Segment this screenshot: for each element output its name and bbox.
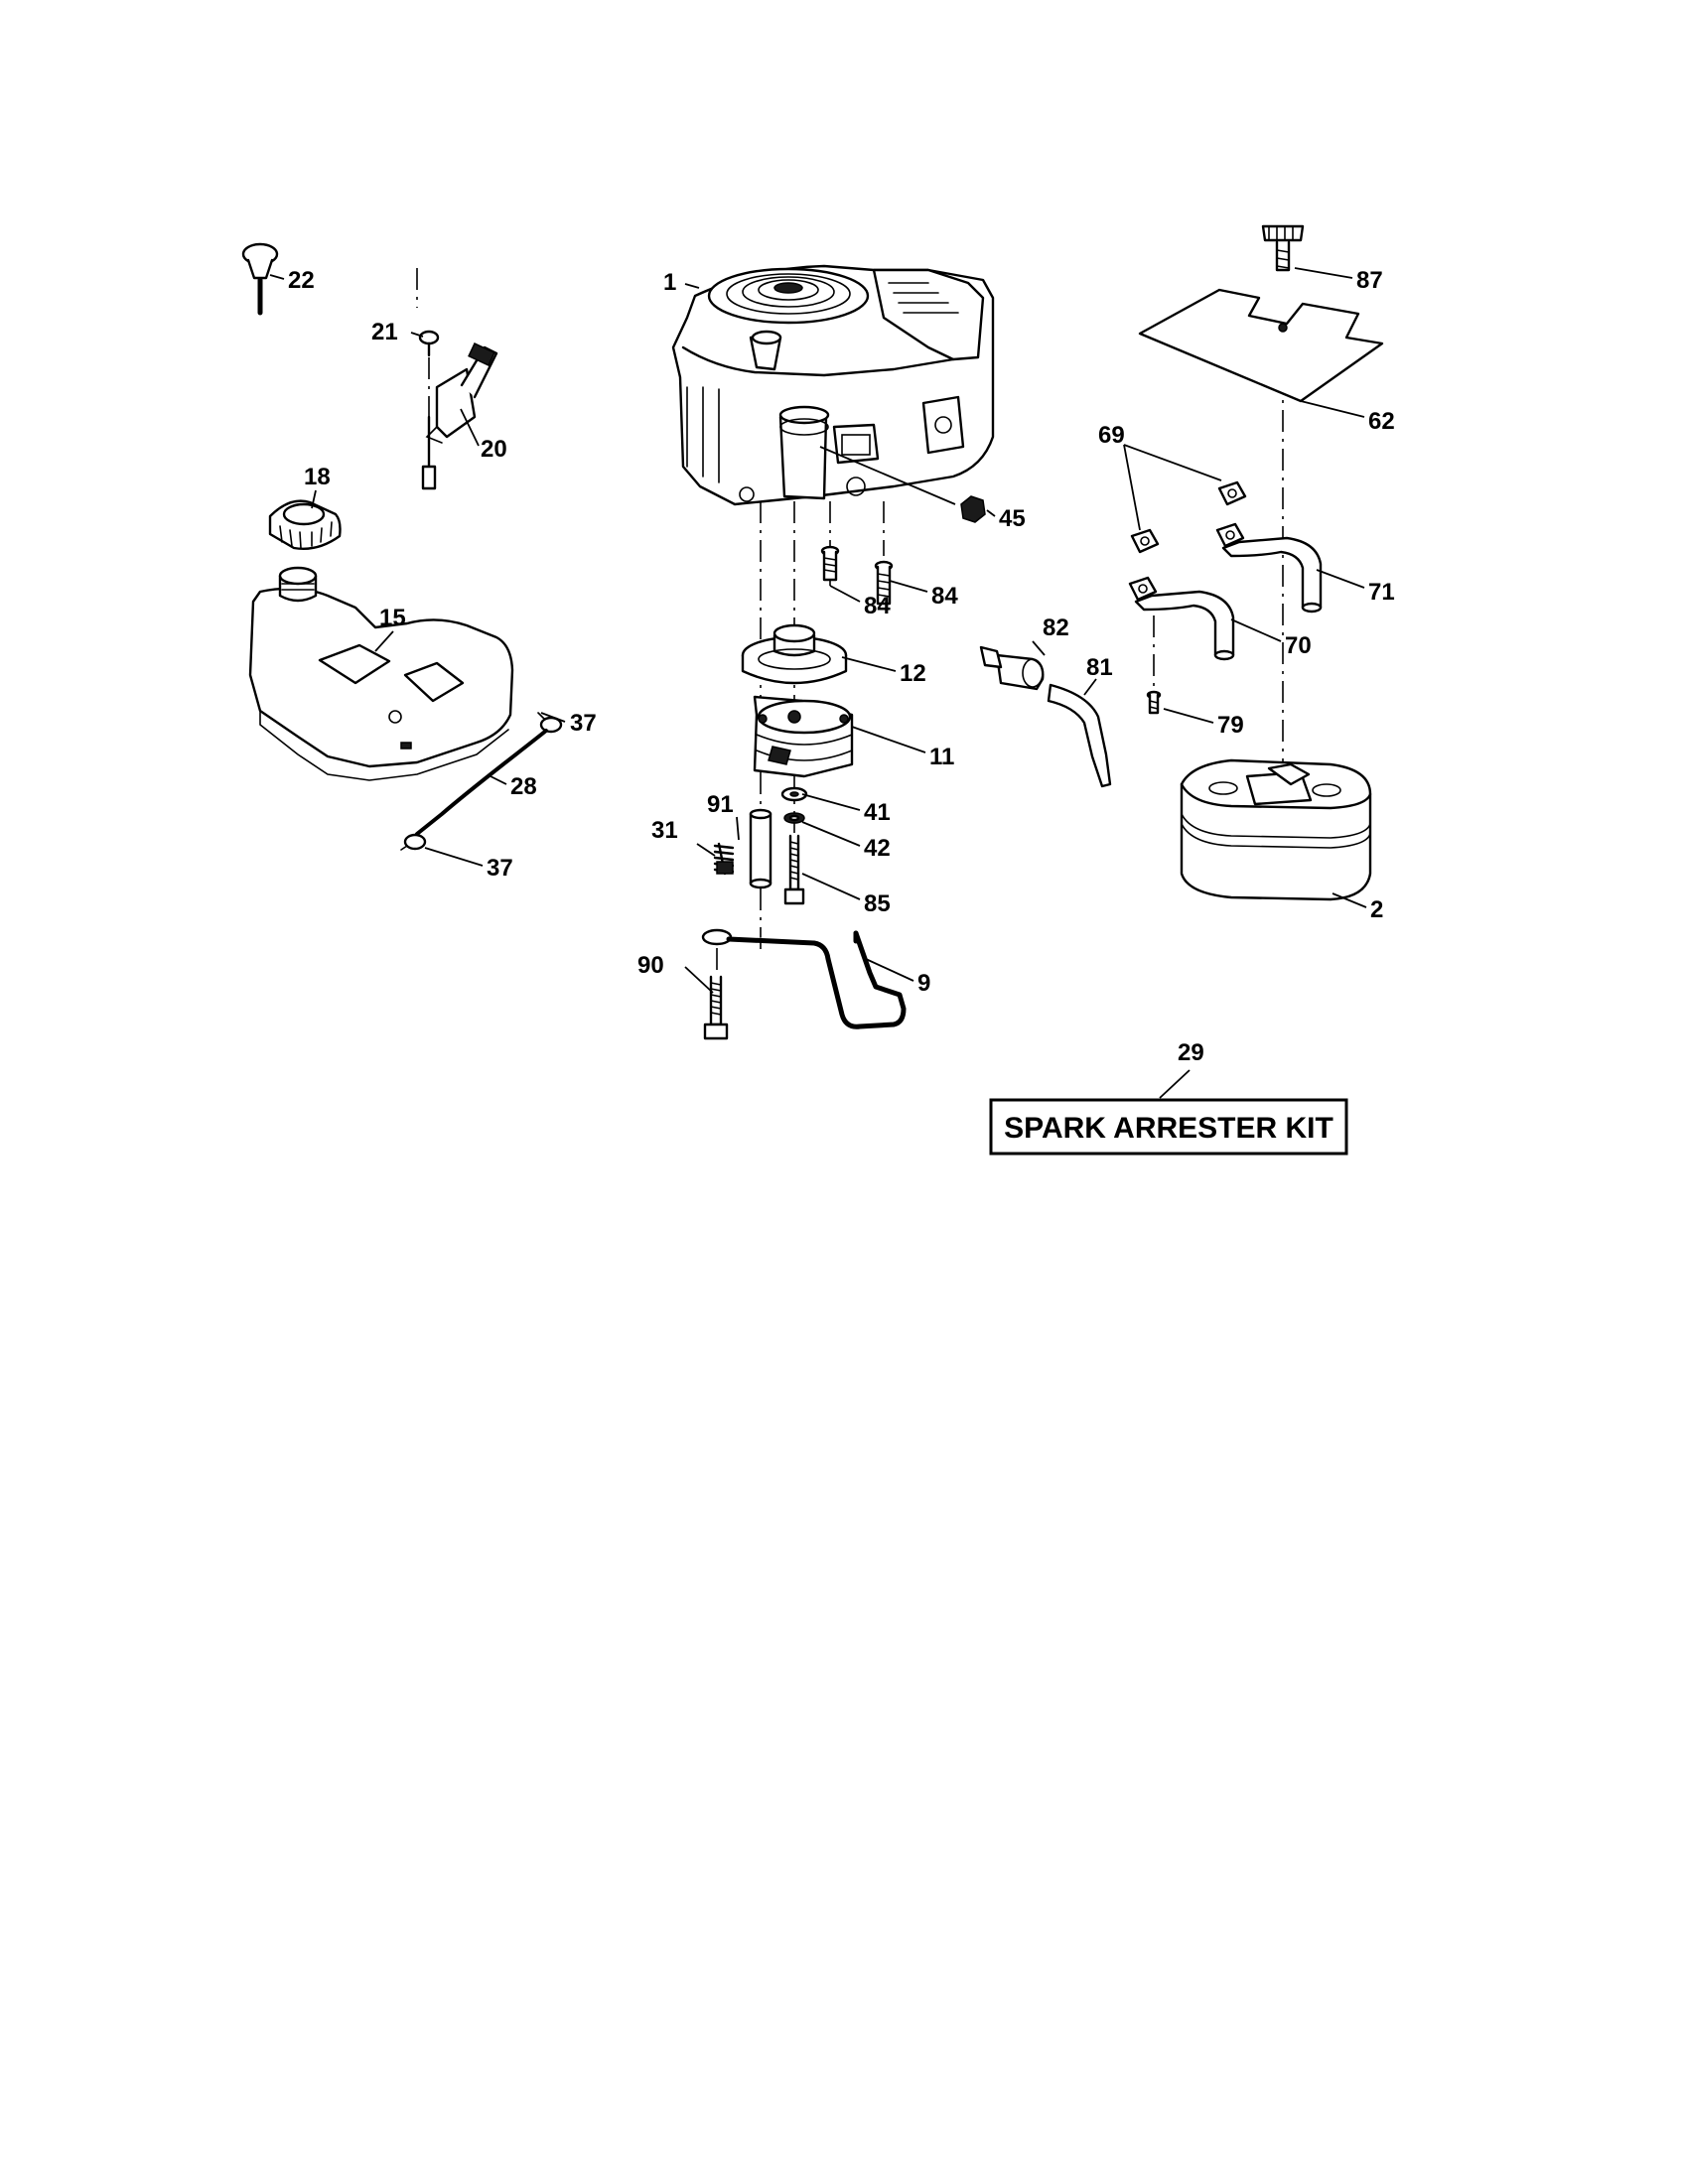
callout-69: 69 — [1098, 422, 1125, 449]
part-69-gasket-b — [1130, 528, 1160, 554]
spark-arrester-kit-label: SPARK ARRESTER KIT — [1004, 1112, 1333, 1145]
callout-labels: 22 21 20 18 15 37 28 37 1 91 31 12 11 41… — [288, 267, 1395, 1066]
part-9-rod — [701, 928, 907, 1029]
part-2-muffler — [1180, 758, 1372, 901]
callout-1: 1 — [663, 269, 676, 296]
part-69-gasket-d — [1128, 576, 1158, 602]
part-62-heat-shield — [1138, 288, 1384, 403]
part-28-fuel-line — [415, 729, 548, 836]
callout-42: 42 — [864, 835, 891, 862]
spark-arrester-kit-box: SPARK ARRESTER KIT — [989, 1098, 1348, 1156]
part-84-bolt-a — [820, 545, 840, 582]
callout-84-a: 84 — [864, 593, 891, 619]
callout-84-b: 84 — [931, 583, 958, 610]
part-22-knob — [241, 242, 279, 316]
callout-29: 29 — [1178, 1039, 1204, 1066]
part-82-fitting — [979, 645, 1045, 691]
part-42-lock-washer — [783, 812, 805, 824]
callout-18: 18 — [304, 464, 331, 490]
part-81-hose — [1047, 683, 1112, 788]
part-71-exhaust-pipe — [1221, 536, 1323, 614]
callout-45: 45 — [999, 505, 1026, 532]
callout-41: 41 — [864, 799, 891, 826]
part-20-throttle-control — [421, 342, 498, 490]
part-85-bolt — [783, 834, 805, 905]
part-37-clamp-upper — [537, 712, 563, 734]
part-15-fuel-tank — [248, 566, 514, 781]
callout-15: 15 — [379, 605, 406, 631]
part-79-screw — [1146, 690, 1162, 715]
part-21-screw — [418, 330, 440, 357]
part-90-bolt — [703, 975, 729, 1040]
callout-70: 70 — [1285, 632, 1312, 659]
callout-79: 79 — [1217, 712, 1244, 739]
callout-85: 85 — [864, 890, 891, 917]
part-12-pulley — [741, 623, 848, 685]
callout-31: 31 — [651, 817, 678, 844]
part-87-knob — [1261, 224, 1305, 272]
part-45-nut — [960, 495, 986, 523]
callout-11: 11 — [929, 744, 954, 770]
callout-12: 12 — [900, 660, 926, 687]
callout-71: 71 — [1368, 579, 1395, 606]
part-11-pto-clutch — [753, 695, 854, 778]
part-37-clamp-lower — [400, 833, 427, 851]
callout-21: 21 — [371, 319, 398, 345]
part-91-spacer — [749, 808, 772, 889]
callout-87: 87 — [1356, 267, 1383, 294]
part-18-fuel-cap — [268, 499, 342, 550]
callout-37-lower: 37 — [487, 855, 513, 882]
part-69-gasket-c — [1215, 522, 1245, 548]
callout-20: 20 — [481, 436, 507, 463]
callout-82: 82 — [1043, 614, 1069, 641]
callout-2: 2 — [1370, 896, 1383, 923]
callout-62: 62 — [1368, 408, 1395, 435]
part-70-exhaust-pipe — [1134, 590, 1235, 661]
part-1-engine — [671, 264, 995, 506]
callout-37-upper: 37 — [570, 710, 597, 737]
part-84-bolt-b — [874, 560, 894, 606]
callout-81: 81 — [1086, 654, 1113, 681]
part-41-washer — [780, 786, 808, 802]
leader-lines — [269, 267, 1367, 1099]
callout-22: 22 — [288, 267, 315, 294]
callout-28: 28 — [510, 773, 537, 800]
part-69-gasket-a — [1217, 480, 1247, 506]
callout-9: 9 — [917, 970, 930, 997]
callout-91: 91 — [707, 791, 734, 818]
part-31-spring — [713, 842, 735, 876]
callout-90: 90 — [637, 952, 664, 979]
